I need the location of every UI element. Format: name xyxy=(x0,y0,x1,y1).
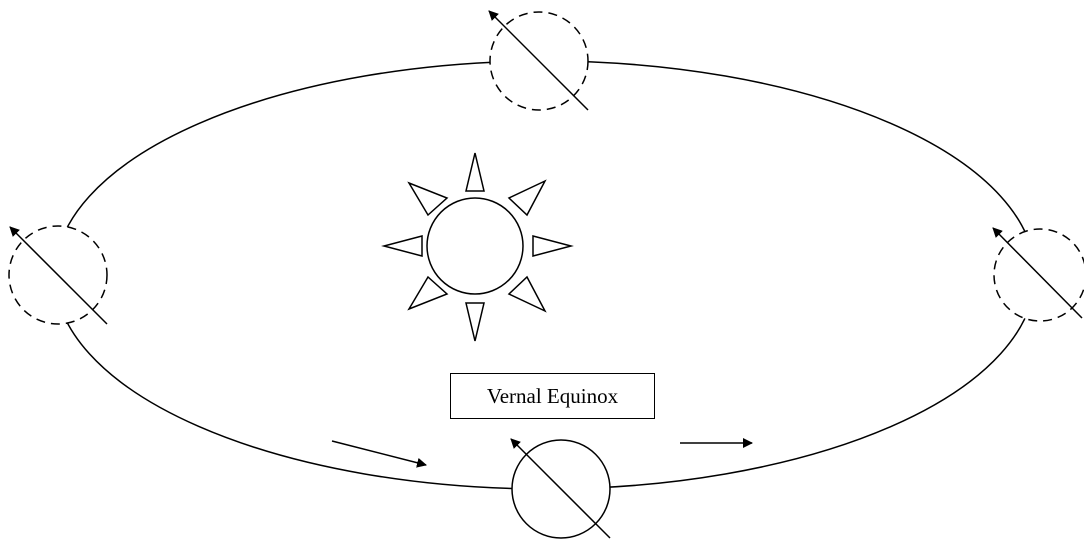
sun-ray xyxy=(532,235,574,257)
orbit-direction-arrow xyxy=(331,440,427,468)
earth-axis-arrow xyxy=(488,10,589,111)
vernal-equinox-label: Vernal Equinox xyxy=(450,373,655,419)
earth-left xyxy=(8,225,108,325)
earth-axis-arrow xyxy=(992,227,1083,319)
sun-ray xyxy=(507,275,547,313)
sun-ray xyxy=(507,179,547,217)
earth-axis-arrow xyxy=(510,438,611,539)
earth-right xyxy=(992,227,1084,322)
sun xyxy=(381,152,574,342)
earth-axis-arrow xyxy=(9,226,108,325)
vernal-equinox-text: Vernal Equinox xyxy=(486,383,619,408)
orbit-path xyxy=(54,60,1036,490)
earth-bottom xyxy=(510,438,611,539)
sun-ray xyxy=(407,181,449,217)
earth-top xyxy=(488,10,589,111)
sun-ray xyxy=(381,235,423,257)
sun-ray xyxy=(465,302,485,342)
sun-disc xyxy=(426,197,524,295)
sun-ray xyxy=(407,275,449,311)
sun-ray xyxy=(465,152,485,192)
